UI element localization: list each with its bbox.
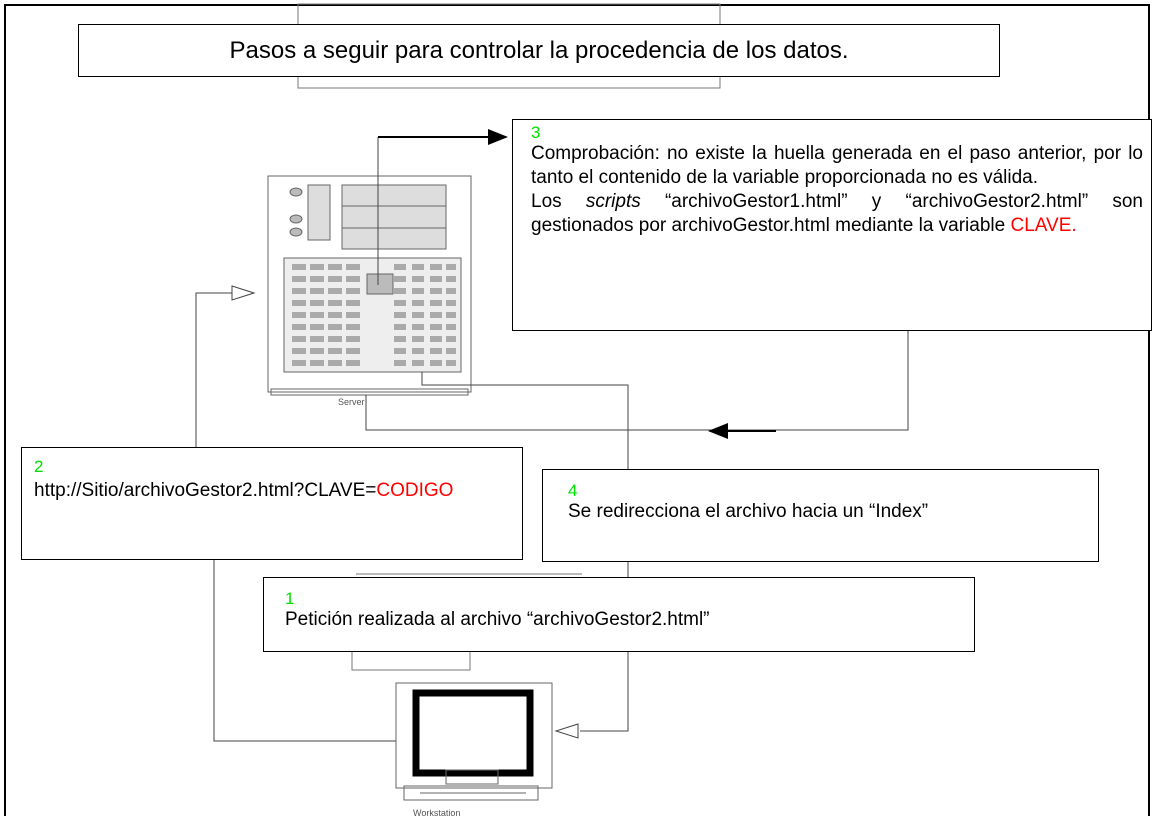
step-3-box: 3 Comprobación: no existe la huella gene… (512, 119, 1152, 331)
step-1-box: 1 Petición realizada al archivo “archivo… (263, 577, 975, 652)
step-3-text-b: “archivoGestor1.html” y “archivoGestor2.… (531, 191, 1143, 236)
step-2-url-base: http://Sitio/archivoGestor2.html?CLAVE= (34, 480, 377, 501)
step-2-url-code: CODIGO (376, 480, 454, 501)
workstation-icon (395, 682, 553, 801)
step-number: 3 (531, 123, 541, 142)
step-1-text: Petición realizada al archivo “archivoGe… (285, 609, 710, 630)
step-4-box: 4 Se redirecciona el archivo hacia un “I… (542, 469, 1099, 562)
step-2-url: http://Sitio/archivoGestor2.html?CLAVE=C… (34, 476, 504, 506)
step-number: 2 (34, 457, 44, 476)
diagram-frame (4, 4, 1150, 816)
step-number: 4 (568, 481, 578, 500)
server-icon (267, 175, 472, 396)
step-3-variable: CLAVE. (1010, 215, 1077, 236)
server-label: Server (338, 397, 365, 407)
step-3-scripts-text: Los scripts “archivoGestor1.html” y “arc… (531, 190, 1143, 238)
workstation-label: Workstation (413, 808, 461, 818)
step-number: 1 (285, 589, 295, 608)
step-3-check-text: Comprobación: no existe la huella genera… (531, 143, 1143, 188)
step-3-scripts-word: scripts (585, 191, 641, 212)
step-2-box: 2 http://Sitio/archivoGestor2.html?CLAVE… (21, 447, 523, 560)
page-title: Pasos a seguir para controlar la procede… (78, 24, 1000, 77)
step-3-text-a: Los (531, 191, 586, 212)
step-4-text: Se redirecciona el archivo hacia un “Ind… (568, 501, 929, 522)
